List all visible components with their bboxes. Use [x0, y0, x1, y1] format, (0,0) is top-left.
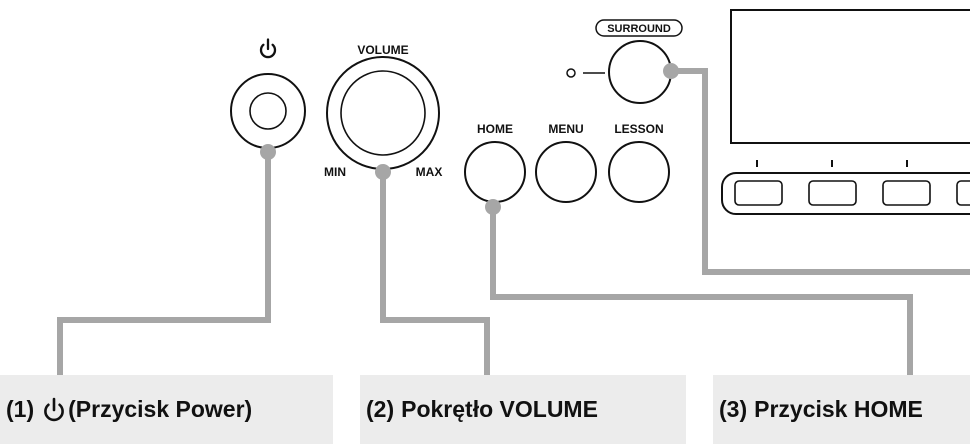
callout-power-text: (Przycisk Power): [68, 396, 253, 422]
callout-volume: (2) Pokrętło VOLUME: [360, 375, 686, 444]
display-tick-marks: [756, 160, 908, 167]
leader-dot-home: [485, 199, 501, 215]
lesson-button[interactable]: [608, 141, 670, 203]
leader-line-volume: [380, 172, 490, 376]
volume-label: VOLUME: [357, 43, 408, 57]
callout-volume-text: Pokrętło VOLUME: [401, 396, 598, 422]
leader-dot-surround: [663, 63, 679, 79]
leader-line-surround: [671, 68, 970, 275]
display-screen: [730, 9, 970, 144]
callout-power: (1) (Przycisk Power): [0, 375, 333, 444]
power-button[interactable]: [230, 73, 306, 149]
volume-max-label: MAX: [416, 165, 443, 179]
surround-label-box: SURROUND: [595, 19, 683, 37]
callout-power-number: (1): [6, 396, 35, 422]
home-button[interactable]: [464, 141, 526, 203]
leader-dot-volume: [375, 164, 391, 180]
callout-volume-number: (2): [366, 396, 395, 422]
soft-key-3[interactable]: [882, 180, 931, 206]
surround-indicator-led: [566, 68, 576, 78]
leader-dot-power: [260, 144, 276, 160]
soft-key-2[interactable]: [808, 180, 857, 206]
volume-min-label: MIN: [324, 165, 346, 179]
menu-label: MENU: [548, 122, 583, 136]
soft-key-4[interactable]: [956, 180, 970, 206]
power-icon: [259, 38, 277, 59]
surround-button[interactable]: [608, 40, 672, 104]
menu-button[interactable]: [535, 141, 597, 203]
callout-home: (3) Przycisk HOME: [713, 375, 970, 444]
callout-home-number: (3): [719, 396, 748, 422]
soft-key-1[interactable]: [734, 180, 783, 206]
callout-home-text: Przycisk HOME: [754, 396, 923, 422]
power-icon: [44, 397, 65, 421]
volume-knob[interactable]: [326, 56, 440, 170]
home-label: HOME: [477, 122, 513, 136]
leader-line-power: [57, 152, 271, 376]
leader-lines: [57, 68, 970, 376]
lesson-label: LESSON: [614, 122, 663, 136]
leader-line-home: [490, 207, 913, 376]
surround-label: SURROUND: [607, 23, 671, 35]
